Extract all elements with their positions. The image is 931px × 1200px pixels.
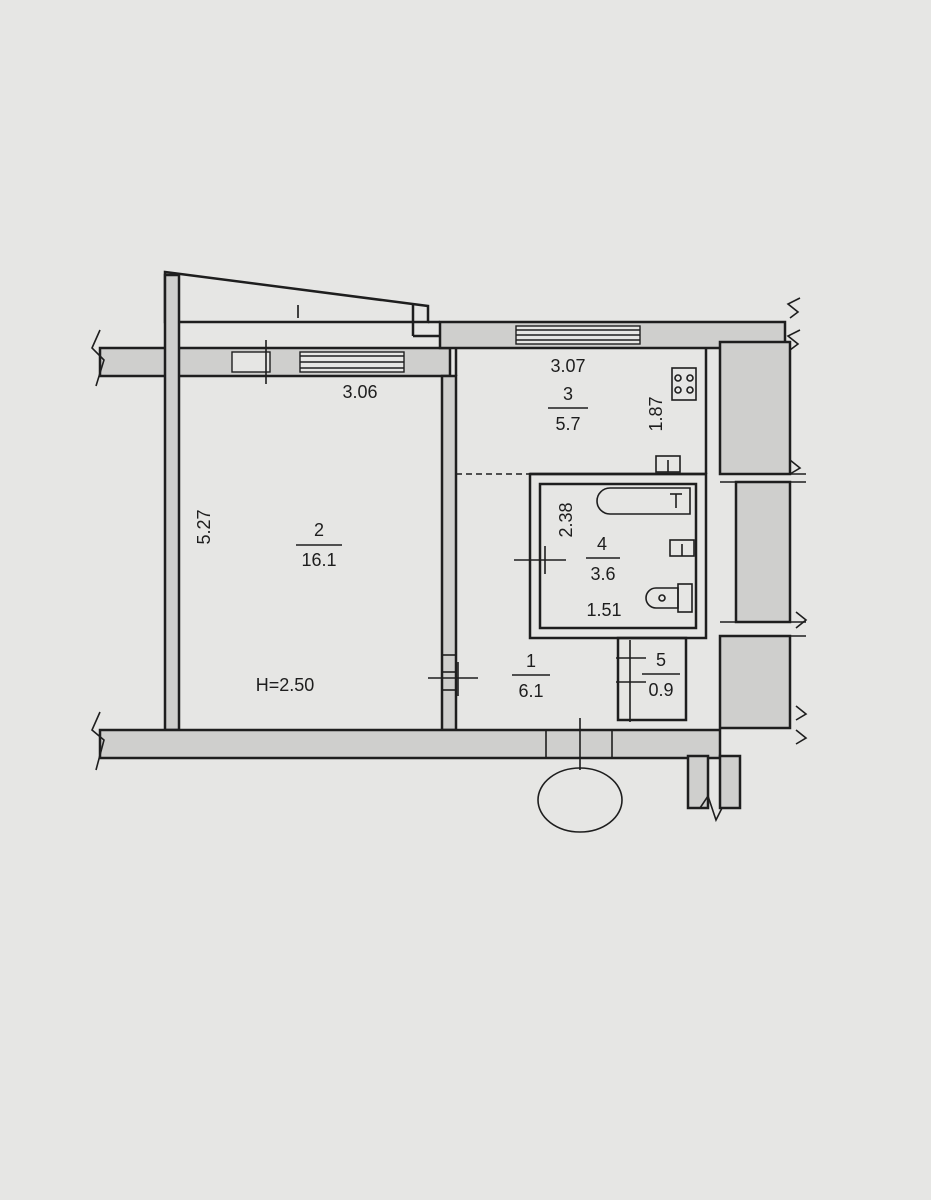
living-area: 16.1 <box>301 550 336 570</box>
kitchen-length: 1.87 <box>646 396 666 431</box>
bathroom-area: 3.6 <box>590 564 615 584</box>
partition-wall <box>440 374 458 732</box>
room-living: 3.06 5.27 2 16.1 H=2.50 <box>194 382 378 695</box>
bathroom-number: 4 <box>597 534 607 554</box>
living-width: 3.06 <box>342 382 377 402</box>
closet-area: 0.9 <box>648 680 673 700</box>
left-wall <box>163 273 181 732</box>
kitchen-area: 5.7 <box>555 414 580 434</box>
ceiling-height: H=2.50 <box>256 675 315 695</box>
living-top-wall <box>98 340 452 384</box>
hallway-number: 1 <box>526 651 536 671</box>
kitchen-number: 3 <box>563 384 573 404</box>
stove-icon <box>671 367 697 401</box>
balcony: I <box>163 270 440 338</box>
bathroom-width: 1.51 <box>586 600 621 620</box>
room-bathroom: 2.38 4 3.6 1.51 <box>556 502 622 620</box>
balcony-number: I <box>295 302 300 322</box>
closet-walls <box>616 636 688 722</box>
closet-number: 5 <box>656 650 666 670</box>
living-number: 2 <box>314 520 324 540</box>
room-kitchen: 3.07 3 5.7 1.87 <box>548 356 666 434</box>
toilet-icon <box>645 587 679 609</box>
bathroom-length: 2.38 <box>556 502 576 537</box>
hallway-area: 6.1 <box>518 681 543 701</box>
bottom-wall <box>91 329 742 833</box>
room-closet: 5 0.9 <box>642 650 680 700</box>
bathtub-icon <box>596 487 691 515</box>
right-walls <box>718 297 808 745</box>
room-hallway: 1 6.1 <box>512 651 550 701</box>
entrance-marker <box>537 767 623 833</box>
living-length: 5.27 <box>194 509 214 544</box>
kitchen-width: 3.07 <box>550 356 585 376</box>
